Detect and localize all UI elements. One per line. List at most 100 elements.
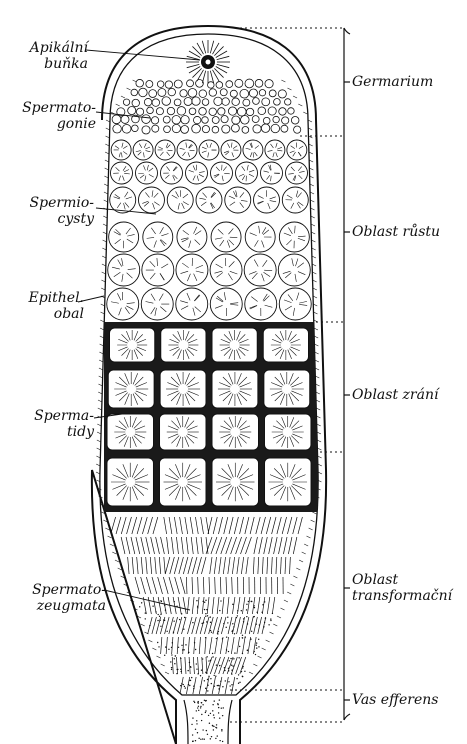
spermiocyst bbox=[108, 254, 140, 286]
spermatid-cyst bbox=[108, 370, 154, 408]
spermatozeugma-bundle bbox=[121, 537, 164, 554]
label-maturation-zone: Oblast zrání bbox=[352, 387, 438, 403]
zone-bracket bbox=[344, 28, 350, 720]
label-spermatogonia: Spermato-gonie bbox=[14, 100, 96, 132]
spermatid-cyst bbox=[212, 414, 258, 450]
spermiocyst bbox=[160, 162, 182, 184]
spermiocyst bbox=[243, 140, 263, 160]
spermatid-cyst bbox=[110, 328, 155, 362]
spermiocyst bbox=[110, 162, 132, 184]
spermatid-cyst bbox=[160, 414, 206, 450]
spermiocyst bbox=[245, 288, 277, 320]
spermatid-cyst bbox=[212, 328, 257, 362]
spermatid-cyst bbox=[263, 328, 308, 362]
spermiocyst bbox=[138, 187, 164, 213]
label-spermatozeugmata: Spermato-zeugmata bbox=[14, 582, 106, 614]
spermiocyst bbox=[185, 162, 207, 184]
spermatid-cyst bbox=[264, 370, 310, 408]
bracket-cap-top bbox=[344, 28, 350, 34]
spermiocyst bbox=[211, 222, 241, 252]
spermatozeugma-bundle bbox=[210, 557, 248, 574]
label-germarium: Germarium bbox=[352, 74, 433, 90]
spermatid-cyst bbox=[159, 458, 206, 506]
spermatid-cyst bbox=[161, 328, 206, 362]
spermatozeugma-bundle bbox=[161, 637, 206, 654]
spermiocyst bbox=[282, 187, 308, 213]
spermiocyst bbox=[111, 140, 131, 160]
spermatozeugma-bundle bbox=[135, 577, 185, 594]
label-spermatids: Sperma-tidy bbox=[14, 408, 94, 440]
spermatogonia-cells bbox=[112, 79, 301, 134]
spermatid-cyst bbox=[265, 458, 312, 506]
spermiocyst bbox=[141, 288, 173, 320]
spermatid-cyst bbox=[264, 414, 310, 450]
spermiocyst bbox=[142, 254, 174, 286]
spermiocyst bbox=[211, 162, 233, 184]
spermiocyst bbox=[210, 254, 242, 286]
spermatozeugma-bundle bbox=[253, 557, 290, 574]
spermatid-cyst bbox=[212, 370, 258, 408]
spermatid-cyst bbox=[160, 370, 206, 408]
spermiocyst bbox=[110, 187, 136, 213]
spermatozeugma-bundle bbox=[228, 617, 266, 634]
spermiocyst bbox=[286, 162, 308, 184]
spermiocyst bbox=[143, 222, 173, 252]
spermiocyst bbox=[225, 187, 251, 213]
vas-efferens-contents bbox=[191, 699, 224, 742]
spermatozeugma-bundle bbox=[208, 517, 254, 534]
spermatozeugma-bundle bbox=[187, 597, 229, 614]
spermatid-cyst bbox=[107, 414, 153, 450]
spermiocyst bbox=[133, 140, 153, 160]
spermiocyst bbox=[221, 140, 241, 160]
spermiocyst bbox=[278, 254, 310, 286]
spermiocyst bbox=[177, 222, 207, 252]
spermiocyst bbox=[265, 140, 285, 160]
spermiocyst bbox=[107, 288, 139, 320]
bracket-cap-bottom bbox=[344, 714, 350, 720]
spermatid-cyst bbox=[107, 458, 154, 506]
spermiocyst bbox=[176, 254, 208, 286]
spermiocyst bbox=[254, 187, 280, 213]
spermatozeugma-bundle bbox=[187, 617, 225, 634]
spermiocyst bbox=[135, 162, 157, 184]
spermatozeugmata-bundles bbox=[111, 517, 303, 694]
label-growth-zone: Oblast růstu bbox=[352, 224, 440, 240]
spermatozeugma-bundle bbox=[256, 517, 303, 534]
spermatozeugma-bundle bbox=[128, 557, 166, 574]
spermatozeugma-bundle bbox=[167, 537, 208, 554]
spermiocyst bbox=[244, 254, 276, 286]
spermiocyst bbox=[167, 187, 193, 213]
spermiocyst bbox=[279, 222, 309, 252]
label-epithelium: Epithel.obal bbox=[14, 290, 84, 322]
spermatozeugma-bundle bbox=[172, 657, 207, 674]
apical-cell bbox=[186, 40, 230, 84]
leader-spermiocysts bbox=[96, 208, 156, 214]
label-spermiocysts: Spermio-cysty bbox=[14, 195, 94, 227]
spermiocyst bbox=[155, 140, 175, 160]
leader-apical-cell bbox=[86, 50, 200, 60]
spermatozeugma-bundle bbox=[206, 537, 251, 554]
spermiocyst bbox=[196, 187, 222, 213]
spermatozeugma-bundle bbox=[186, 577, 232, 594]
spermiocyst bbox=[109, 222, 139, 252]
leader-spermatozeugmata bbox=[104, 590, 190, 610]
spermatozeugma-bundle bbox=[164, 517, 209, 534]
spermiocyst bbox=[279, 288, 311, 320]
spermiocyst bbox=[245, 222, 275, 252]
spermatozeugma-bundle bbox=[238, 577, 284, 594]
spermatozeugma-bundle bbox=[206, 657, 246, 674]
spermiocyst bbox=[236, 162, 258, 184]
spermiocyst bbox=[176, 288, 208, 320]
label-vas-efferens: Vas efferens bbox=[352, 692, 438, 708]
spermatozeugma-bundle bbox=[111, 517, 158, 534]
spermiocyst bbox=[287, 140, 307, 160]
spermatozeugma-bundle bbox=[254, 537, 297, 554]
spermiocyst bbox=[210, 288, 242, 320]
spermiocyst bbox=[261, 162, 283, 184]
spermatozeugma-bundle bbox=[165, 557, 206, 574]
spermiocyst-cells bbox=[107, 140, 312, 320]
spermatid-cyst bbox=[212, 458, 259, 506]
